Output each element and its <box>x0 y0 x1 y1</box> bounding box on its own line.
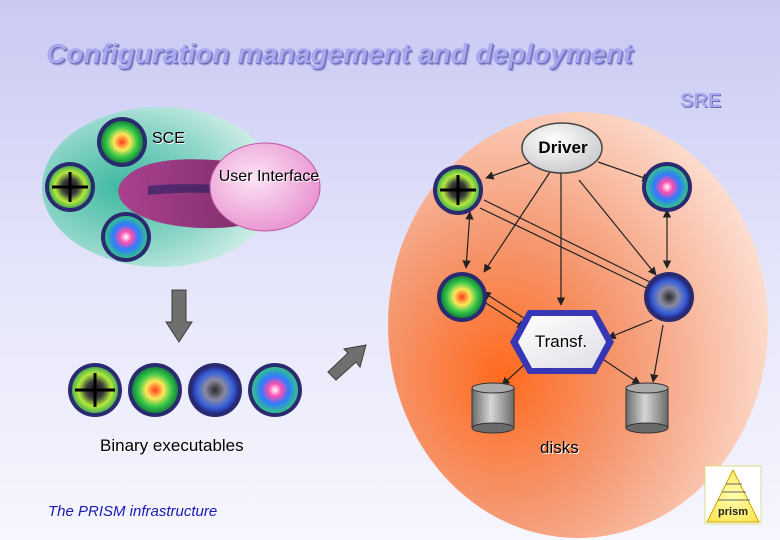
slide-title: Configuration management and deployment <box>46 38 633 69</box>
sre-icon-mandala <box>437 272 487 322</box>
sre-icon-spiral-right <box>642 162 692 212</box>
footer-label: The PRISM infrastructure <box>48 503 218 520</box>
transf-label: Transf. <box>534 332 588 351</box>
sce-icon-mandala <box>97 117 147 167</box>
driver-node <box>521 122 603 174</box>
binary-icon-mandala <box>128 363 182 417</box>
sre-icon-fractal-blue <box>644 272 694 322</box>
prism-logo <box>704 465 762 525</box>
user-interface-bubble <box>209 142 321 232</box>
build-arrow <box>165 289 193 343</box>
driver-label: Driver <box>538 138 588 157</box>
binary-icon-spiral <box>248 363 302 417</box>
disk-right <box>625 382 669 434</box>
sre-icon-fractal-left <box>433 165 483 215</box>
sre-connections <box>462 161 672 386</box>
disk-left <box>471 382 515 434</box>
binary-icon-fractal-blue <box>188 363 242 417</box>
sce-label: SCE <box>152 130 185 147</box>
disks-label: disks <box>540 438 579 457</box>
sce-icon-fractal <box>45 162 95 212</box>
sce-icon-spiral <box>101 212 151 262</box>
prism-logo-text: prism <box>718 506 748 518</box>
user-interface-label: User Interface <box>218 168 320 185</box>
deploy-arrow <box>327 344 367 381</box>
binary-executables-label: Binary executables <box>100 436 244 455</box>
binary-icon-fractal <box>68 363 122 417</box>
transformer-node-inner <box>518 316 606 368</box>
sre-label: SRE <box>680 90 722 112</box>
